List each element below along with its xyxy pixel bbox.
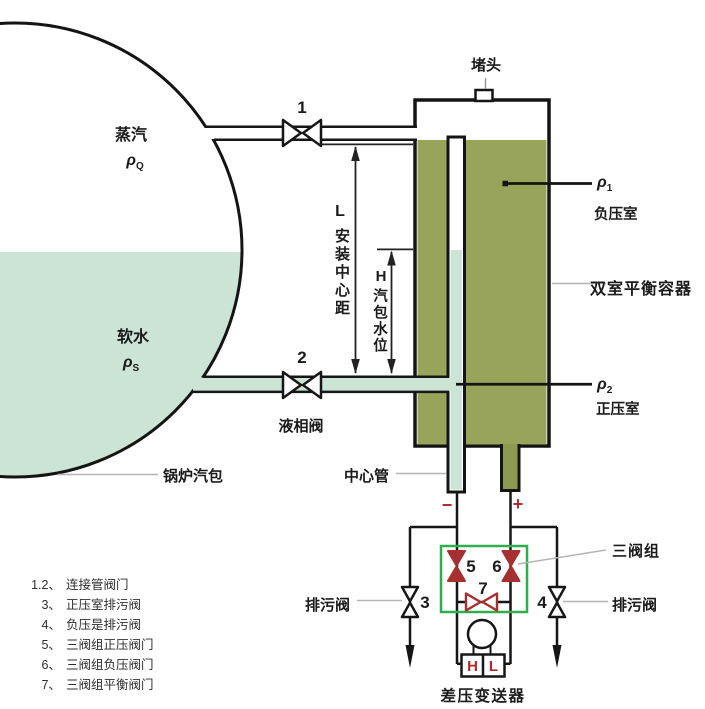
- plug-label: 堵头: [470, 57, 502, 74]
- valve-3-number: 3: [420, 593, 430, 612]
- three-valve-group-label: 三阀组: [612, 543, 661, 560]
- center-tube-water: [450, 250, 462, 490]
- legend-row: 1.2、连接管阀门: [25, 575, 154, 595]
- plug-fitting: [474, 88, 494, 103]
- drain-valve-right-label: 排污阀: [612, 597, 658, 614]
- rho1-symbol: ρ1: [597, 174, 613, 195]
- dim-L-arrow-up: [351, 146, 360, 161]
- legend-num: 1.2、: [31, 578, 61, 592]
- valve-1-symbol: [281, 118, 323, 148]
- transmitter-high-port: H: [467, 658, 478, 675]
- legend-row: 3、正压室排污阀: [25, 595, 154, 615]
- drain-arrow-right: [552, 645, 562, 668]
- legend-text: 负压是排污阀: [66, 618, 142, 632]
- steam-label: 蒸汽: [114, 127, 148, 144]
- drain-valve-left-label: 排污阀: [305, 597, 351, 614]
- legend-num: 7、: [41, 678, 61, 692]
- dim-L-label: 安装中心距: [333, 228, 350, 318]
- valve-4-number: 4: [537, 593, 547, 612]
- valve-7-symbol: [464, 592, 499, 612]
- legend: 1.2、连接管阀门 3、正压室排污阀 4、负压是排污阀 5、三阀组正压阀门 6、…: [25, 575, 154, 695]
- positive-chamber-label: 正压室: [596, 402, 640, 418]
- drain-arrow-left: [405, 645, 415, 668]
- valve-3-symbol: [400, 585, 420, 619]
- vessel-liquid-fill: [417, 140, 547, 445]
- legend-row: 6、三阀组负压阀门: [25, 655, 154, 675]
- three-valve-group-box: [439, 544, 529, 614]
- dim-H-label: 汽包水位: [371, 288, 387, 354]
- dim-H-symbol: H: [375, 268, 387, 285]
- valve-5-symbol: [447, 550, 466, 582]
- dim-H-arrow-down: [387, 359, 396, 374]
- steam-density-symbol: ρQ: [126, 152, 144, 173]
- valve-4-symbol: [547, 585, 567, 619]
- legend-text: 正压室排污阀: [66, 598, 142, 612]
- transmitter-label: 差压变送器: [440, 688, 526, 705]
- legend-row: 4、负压是排污阀: [25, 615, 154, 635]
- valve-2-number: 2: [297, 348, 307, 367]
- balance-vessel-label: 双室平衡容器: [590, 281, 693, 298]
- boiler-drum-shell: [0, 21, 244, 479]
- negative-chamber-label: 负压室: [594, 207, 638, 223]
- valve-6-symbol: [501, 550, 521, 582]
- legend-row: 7、三阀组平衡阀门: [25, 675, 154, 695]
- valve-5-number: 5: [466, 557, 476, 576]
- plus-port-sign: +: [512, 494, 524, 514]
- dim-L-arrow-down: [351, 359, 360, 374]
- legend-num: 6、: [41, 658, 61, 672]
- liquid-phase-valve-label: 液相阀: [278, 418, 324, 435]
- valve-2-symbol: [281, 370, 323, 400]
- leader-lines: [58, 78, 608, 603]
- liquid-pipe-bore: [193, 377, 462, 391]
- dim-L-symbol: L: [335, 203, 345, 220]
- valve-6-number: 6: [492, 557, 502, 576]
- soft-water-label: 软水: [116, 329, 150, 346]
- positive-outlet-tube: [500, 444, 521, 492]
- legend-text: 三阀组正压阀门: [66, 638, 154, 652]
- legend-text: 三阀组平衡阀门: [66, 678, 154, 692]
- legend-row: 5、三阀组正压阀门: [25, 635, 154, 655]
- center-tube-label: 中心管: [344, 468, 390, 485]
- legend-text: 连接管阀门: [66, 578, 129, 592]
- legend-num: 4、: [41, 618, 61, 632]
- water-density-symbol: ρS: [122, 354, 140, 375]
- rho2-symbol: ρ2: [597, 376, 613, 397]
- legend-num: 3、: [41, 598, 61, 612]
- valve-1-number: 1: [297, 98, 307, 117]
- valve-7-number: 7: [478, 579, 488, 598]
- legend-num: 5、: [41, 638, 61, 652]
- transmitter-low-port: L: [488, 658, 499, 675]
- boiler-drum-label: 锅炉汽包: [163, 468, 224, 485]
- transmitter-head: [466, 618, 498, 650]
- legend-text: 三阀组负压阀门: [66, 658, 154, 672]
- dim-H-arrow-up: [387, 250, 396, 266]
- minus-port-sign: −: [441, 495, 453, 515]
